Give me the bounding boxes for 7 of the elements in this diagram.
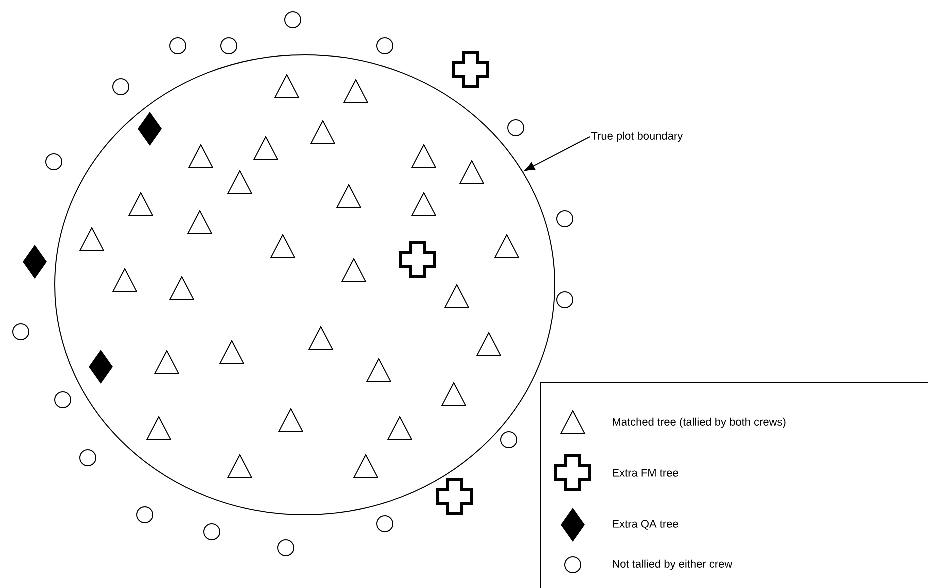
legend-label: Extra FM tree <box>613 469 678 477</box>
plot-boundary-circle <box>54 54 556 516</box>
leader-arrow <box>524 136 590 172</box>
legend-label: Extra QA tree <box>613 520 678 530</box>
boundary-label: True plot boundary <box>591 132 684 142</box>
legend-label: Matched tree (tallied by both crews) <box>613 418 786 428</box>
legend-label: Not tallied by either crew <box>613 560 733 570</box>
